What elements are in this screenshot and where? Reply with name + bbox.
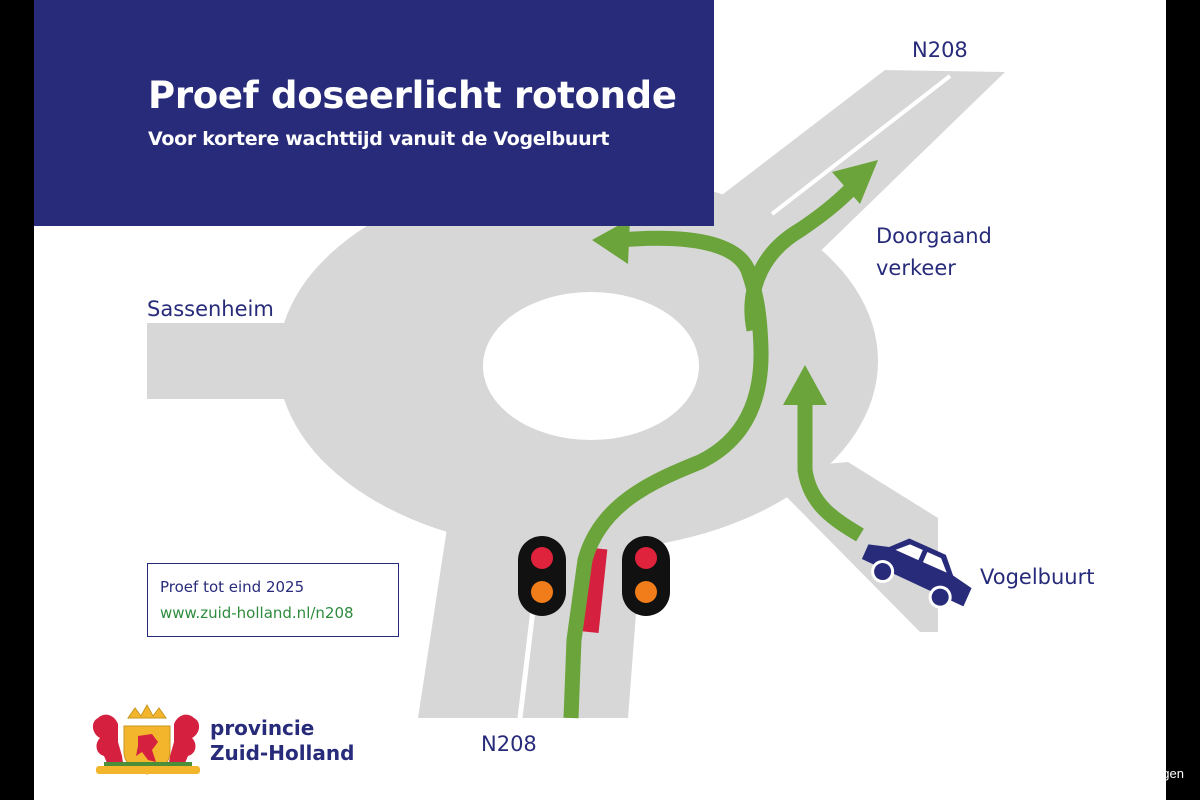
lane-line-ne [770, 74, 952, 216]
coat-of-arms-icon [92, 703, 200, 775]
traffic-light-icon [622, 536, 670, 616]
lion-right [168, 714, 200, 770]
car-icon [861, 538, 972, 609]
traffic-light-icon [518, 536, 566, 616]
light-orange [635, 581, 657, 603]
page-subtitle: Voor kortere wachttijd vanuit de Vogelbu… [148, 128, 610, 150]
label-sassenheim: Sassenheim [147, 297, 274, 321]
header-banner [34, 0, 714, 226]
logo-text-provincie: provincie [210, 716, 315, 740]
arrow-heads [592, 160, 878, 405]
lion-left [92, 714, 124, 770]
info-period: Proef tot eind 2025 [160, 578, 305, 596]
motto-ribbon [96, 766, 200, 774]
roundabout-island [483, 292, 699, 440]
crown [127, 703, 167, 719]
arrow-icon [832, 160, 878, 204]
light-red [531, 547, 553, 569]
label-doorgaand: Doorgaand [876, 224, 992, 248]
photo-credit: Fotografie: Gemeente Teylingen [999, 766, 1184, 781]
light-orange [531, 581, 553, 603]
logo-text-zuid-holland: Zuid-Holland [210, 741, 355, 765]
traffic-light-left [518, 536, 566, 616]
ground-green [104, 762, 192, 766]
info-box: Proef tot eind 2025 www.zuid-holland.nl/… [147, 563, 399, 637]
traffic-arrows [563, 184, 864, 719]
shield-lion [136, 734, 158, 762]
arrow-icon [592, 219, 630, 264]
car-window [922, 552, 947, 573]
car-wheel [928, 585, 952, 609]
main-flow-arrow [563, 230, 769, 719]
label-vogelbuurt: Vogelbuurt [980, 565, 1095, 589]
info-link[interactable]: www.zuid-holland.nl/n208 [160, 604, 354, 622]
light-red [635, 547, 657, 569]
page-title: Proef doseerlicht rotonde [148, 74, 677, 117]
arrow-icon [783, 365, 827, 405]
label-n208-bottom: N208 [481, 732, 537, 756]
car-window [895, 544, 923, 561]
traffic-light-right [622, 536, 670, 616]
car-wheel [871, 560, 895, 584]
through-arrow [744, 184, 856, 332]
vogelbuurt-arrow [797, 395, 864, 542]
road-se [760, 462, 938, 632]
label-n208-top: N208 [912, 38, 968, 62]
label-verkeer: verkeer [876, 256, 956, 280]
